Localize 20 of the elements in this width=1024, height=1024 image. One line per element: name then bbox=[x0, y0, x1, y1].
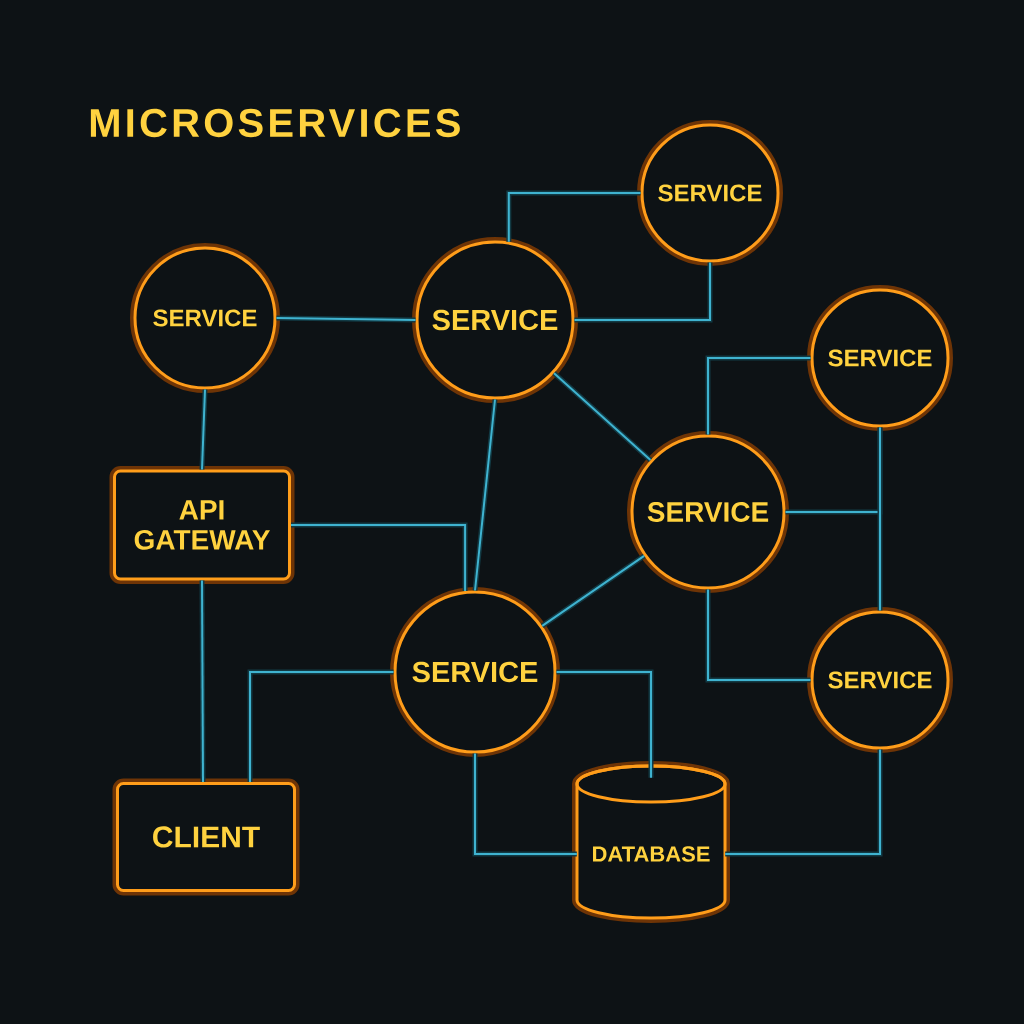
connector-line bbox=[540, 553, 646, 628]
gateway-box: API GATEWAY bbox=[109, 466, 295, 584]
database-cylinder: DATABASE bbox=[572, 761, 730, 923]
connector-line bbox=[472, 752, 578, 857]
client-box: CLIENT bbox=[112, 778, 300, 896]
connector-line bbox=[705, 355, 812, 436]
connector-line bbox=[552, 371, 653, 462]
connector-line bbox=[705, 588, 812, 683]
title: MICROSERVICES bbox=[90, 108, 460, 138]
connector-line bbox=[877, 426, 883, 612]
connector-line bbox=[275, 315, 417, 323]
connector-line bbox=[724, 748, 883, 857]
connector-line bbox=[506, 190, 642, 243]
connector-line bbox=[472, 398, 498, 592]
connector-line bbox=[290, 522, 468, 593]
connector-line bbox=[199, 388, 208, 471]
connector-line bbox=[247, 669, 395, 783]
connector-line bbox=[199, 579, 206, 783]
connector-line bbox=[555, 669, 654, 779]
connector-line bbox=[573, 261, 713, 323]
